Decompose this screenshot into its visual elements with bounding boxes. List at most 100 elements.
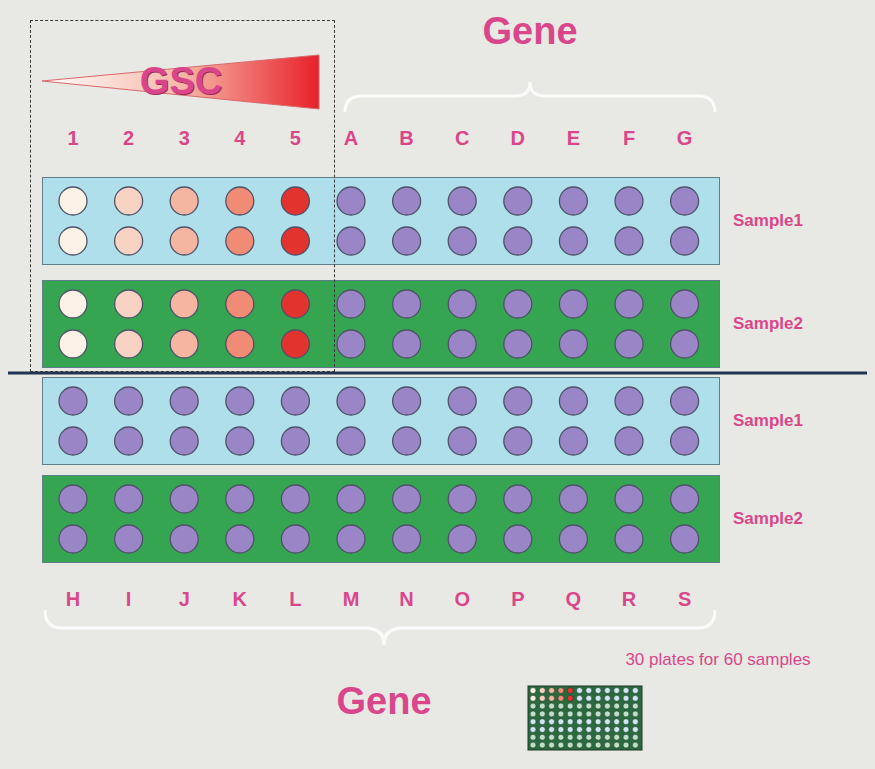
- well: [337, 387, 365, 415]
- gene-letter: R: [622, 588, 636, 610]
- well: [115, 485, 143, 513]
- well: [671, 485, 699, 513]
- band-fill: [43, 476, 720, 563]
- mini-well: [530, 711, 536, 717]
- well: [559, 485, 587, 513]
- well: [337, 227, 365, 255]
- mini-well: [549, 688, 555, 694]
- well: [559, 290, 587, 318]
- mini-well: [577, 688, 583, 694]
- mini-well: [586, 688, 592, 694]
- mini-well: [595, 742, 601, 748]
- plate-body: [528, 686, 642, 750]
- sample-band: Sample1: [42, 377, 720, 465]
- band-fill: [43, 178, 720, 265]
- mini-well: [632, 703, 638, 709]
- mini-well: [549, 719, 555, 725]
- well: [115, 525, 143, 553]
- gene-letter: K: [233, 588, 247, 610]
- well: [559, 525, 587, 553]
- well: [671, 330, 699, 358]
- well: [281, 387, 309, 415]
- mini-well: [595, 727, 601, 733]
- mini-well: [595, 703, 601, 709]
- well: [226, 485, 254, 513]
- mini-well: [567, 688, 573, 694]
- mini-well: [567, 711, 573, 717]
- well: [115, 290, 143, 318]
- mini-well: [577, 734, 583, 740]
- gene-letter: P: [511, 588, 524, 610]
- well: [281, 485, 309, 513]
- well: [448, 227, 476, 255]
- mini-well: [623, 688, 629, 694]
- well: [448, 290, 476, 318]
- well: [615, 525, 643, 553]
- mini-well: [549, 695, 555, 701]
- well: [671, 387, 699, 415]
- mini-well: [623, 742, 629, 748]
- gene-letter: D: [511, 127, 525, 149]
- band-fill: [43, 378, 720, 465]
- mini-well: [614, 742, 620, 748]
- well: [281, 227, 309, 255]
- well: [226, 290, 254, 318]
- well: [281, 290, 309, 318]
- note: 30 plates for 60 samples: [625, 651, 810, 670]
- well: [170, 427, 198, 455]
- mini-well: [623, 734, 629, 740]
- well: [504, 290, 532, 318]
- mini-well: [632, 688, 638, 694]
- brace: [45, 610, 715, 645]
- well: [559, 330, 587, 358]
- well: [170, 227, 198, 255]
- well: [115, 387, 143, 415]
- mini-well: [632, 727, 638, 733]
- well: [59, 227, 87, 255]
- mini-well: [604, 742, 610, 748]
- mini-well: [549, 711, 555, 717]
- mini-well: [604, 734, 610, 740]
- mini-well: [623, 703, 629, 709]
- well: [393, 330, 421, 358]
- mini-well: [586, 703, 592, 709]
- mini-well: [586, 711, 592, 717]
- mini-well: [530, 703, 536, 709]
- gene-heading: Gene: [336, 681, 431, 723]
- gene-letter: C: [455, 127, 469, 149]
- well: [170, 330, 198, 358]
- mini-well: [595, 734, 601, 740]
- mini-well: [539, 703, 545, 709]
- mini-well: [567, 727, 573, 733]
- well: [59, 330, 87, 358]
- mini-well: [632, 742, 638, 748]
- well: [559, 187, 587, 215]
- well: [393, 485, 421, 513]
- well: [671, 227, 699, 255]
- mini-well: [577, 695, 583, 701]
- gene-letter: J: [179, 588, 190, 610]
- well: [226, 227, 254, 255]
- well: [504, 330, 532, 358]
- band-wells: [42, 177, 720, 265]
- mini-well: [632, 711, 638, 717]
- well: [170, 290, 198, 318]
- gene-letter: S: [678, 588, 691, 610]
- gene-letter: N: [399, 588, 413, 610]
- mini-well: [539, 734, 545, 740]
- gene-letter: B: [399, 127, 413, 149]
- plate-thumbnail: [528, 686, 642, 750]
- gene-letter: I: [126, 588, 132, 610]
- well: [393, 387, 421, 415]
- mini-well: [567, 719, 573, 725]
- well: [226, 387, 254, 415]
- sample-band: Sample1: [42, 177, 720, 265]
- well: [226, 187, 254, 215]
- mini-well: [530, 727, 536, 733]
- well: [115, 330, 143, 358]
- mini-well: [614, 727, 620, 733]
- mini-well: [632, 734, 638, 740]
- mini-well: [614, 719, 620, 725]
- mini-well: [614, 711, 620, 717]
- well: [615, 427, 643, 455]
